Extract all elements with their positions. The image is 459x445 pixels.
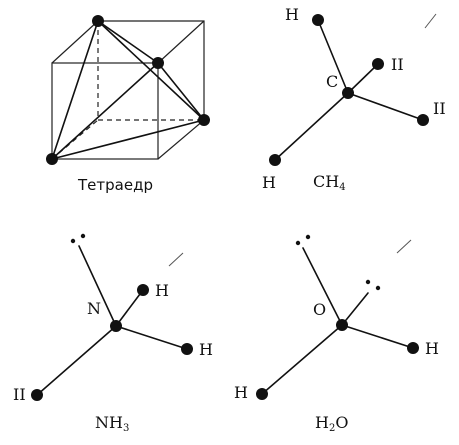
bond xyxy=(261,324,343,395)
bond xyxy=(78,245,117,327)
bond xyxy=(341,292,369,326)
orientation-tick xyxy=(168,252,184,267)
hydrogen-atom xyxy=(137,284,149,296)
lone-pair-dot xyxy=(365,279,371,285)
cube-front-face xyxy=(51,62,159,160)
tetra-vertex xyxy=(92,15,104,27)
atom-label-h: H xyxy=(262,173,276,192)
bond xyxy=(115,289,144,327)
hydrogen-atom xyxy=(417,114,429,126)
methane-panel: H C II II H CH4 xyxy=(262,5,446,193)
tetra-edge-4 xyxy=(157,62,205,121)
bond xyxy=(115,325,188,350)
bond xyxy=(302,247,343,326)
tetra-edge-3 xyxy=(51,20,99,160)
bond xyxy=(341,324,414,349)
hydrogen-atom xyxy=(31,389,43,401)
ammonia-caption: NH3 xyxy=(95,413,129,434)
hydrogen-atom xyxy=(372,58,384,70)
nitrogen-atom xyxy=(110,320,122,332)
hydrogen-atom xyxy=(269,154,281,166)
hydrogen-atom xyxy=(312,14,324,26)
hydrogen-atom xyxy=(407,342,419,354)
cube-edge-br xyxy=(157,119,205,160)
tetra-vertex xyxy=(46,153,58,165)
atom-label-h: H xyxy=(155,281,169,300)
bond xyxy=(347,63,379,94)
orientation-tick xyxy=(424,13,437,29)
tetra-edge-2 xyxy=(97,20,205,121)
atom-label-c: C xyxy=(326,72,338,91)
lone-pair-dot xyxy=(80,233,86,239)
tetra-edge-6 xyxy=(51,119,205,160)
tetrahedron-caption: Тетраедр xyxy=(77,176,153,194)
tetra-vertex xyxy=(152,57,164,69)
water-panel: O H H H2O xyxy=(234,234,439,434)
hydrogen-atom xyxy=(256,388,268,400)
atom-label-n: N xyxy=(87,299,101,318)
methane-caption: CH4 xyxy=(313,172,346,193)
tetra-edge-5 xyxy=(51,62,159,160)
lone-pair-dot xyxy=(305,234,311,240)
cube-edge-tr xyxy=(157,20,205,64)
carbon-atom xyxy=(342,87,354,99)
atom-label-h: II xyxy=(13,385,26,404)
atom-label-o: O xyxy=(313,300,326,319)
atom-label-h: II xyxy=(433,99,446,118)
atom-label-h: H xyxy=(425,339,439,358)
bond xyxy=(347,92,424,121)
tetra-vertex xyxy=(198,114,210,126)
atom-label-h: H xyxy=(199,340,213,359)
oxygen-atom xyxy=(336,319,348,331)
lone-pair-dot xyxy=(375,285,381,291)
tetra-edge-1 xyxy=(97,20,159,64)
water-caption: H2O xyxy=(315,413,348,434)
lone-pair-dot xyxy=(295,240,301,246)
lone-pair-dot xyxy=(70,238,76,244)
atom-label-h: H xyxy=(285,5,299,24)
atom-label-h: H xyxy=(234,383,248,402)
hydrogen-atom xyxy=(181,343,193,355)
cube-edge-tl xyxy=(51,20,99,64)
bond xyxy=(317,19,349,94)
bond xyxy=(36,325,117,396)
bond xyxy=(274,92,349,161)
orientation-tick xyxy=(396,239,412,254)
atom-label-h: II xyxy=(391,55,404,74)
ammonia-panel: N H H II NH3 xyxy=(13,233,213,434)
tetrahedron-panel: Тетраедр xyxy=(46,15,210,194)
